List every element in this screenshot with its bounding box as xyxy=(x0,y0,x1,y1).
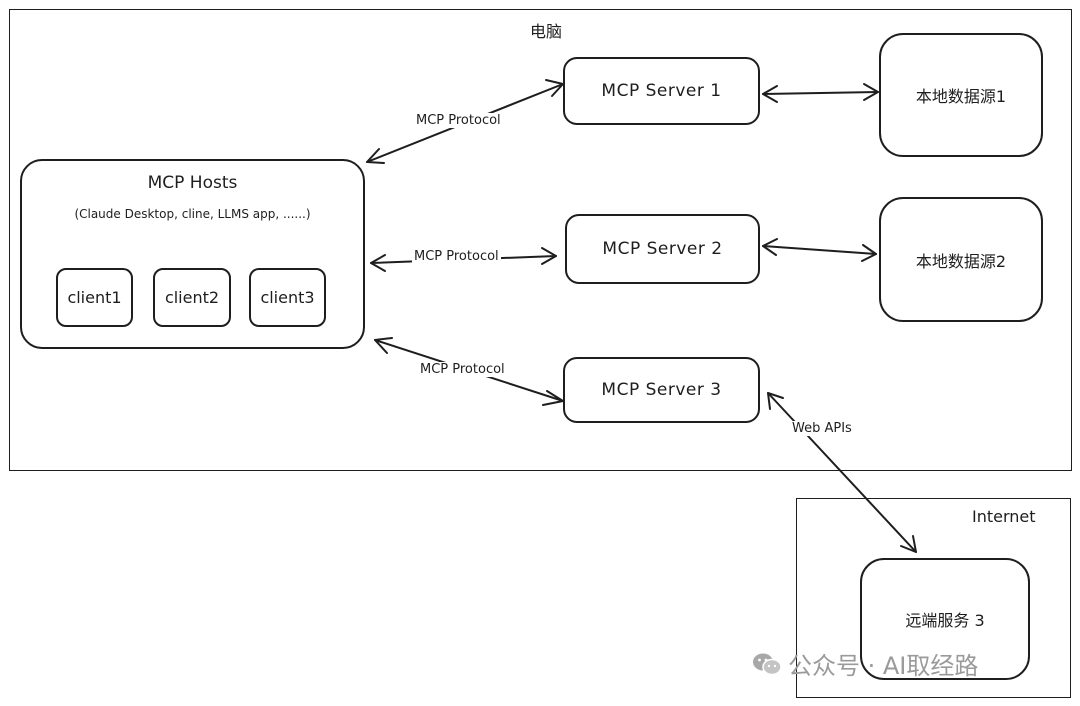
data-source-2-label: 本地数据源2 xyxy=(915,251,1007,271)
client-label-3: client3 xyxy=(260,288,315,307)
mcp-server-2-label: MCP Server 2 xyxy=(602,239,723,259)
arrowhead-server3-remote-a xyxy=(767,392,784,410)
edge-label-protocol-1: MCP Protocol xyxy=(414,113,503,128)
edge-label-protocol-3: MCP Protocol xyxy=(418,362,507,377)
arrowhead-server2-source2-b xyxy=(861,244,877,262)
data-source-2-box: 本地数据源2 xyxy=(879,197,1043,322)
edge-label-protocol-2: MCP Protocol xyxy=(412,249,501,264)
arrowhead-host-server2-a xyxy=(370,254,386,272)
remote-service-label: 远端服务 3 xyxy=(905,611,985,630)
watermark: 公众号 · AI取经路 xyxy=(752,646,978,681)
client-box-2: client2 xyxy=(153,268,231,327)
edge-label-web-apis: Web APIs xyxy=(790,421,854,436)
computer-frame-title: 电脑 xyxy=(530,22,563,41)
mcp-server-3-label: MCP Server 3 xyxy=(601,380,722,400)
mcp-server-1-label: MCP Server 1 xyxy=(601,81,722,101)
computer-frame xyxy=(9,9,1072,471)
edge-server3-remote xyxy=(767,392,917,553)
internet-frame-title: Internet xyxy=(972,507,1036,526)
mcp-hosts-subtitle: (Claude Desktop, cline, LLMS app, ......… xyxy=(74,207,311,221)
arrowhead-server1-source1-b xyxy=(863,83,879,101)
watermark-text: 公众号 · AI取经路 xyxy=(788,652,979,680)
arrowhead-server1-source1-a xyxy=(762,85,778,103)
data-source-1-box: 本地数据源1 xyxy=(879,33,1043,157)
wechat-icon xyxy=(753,653,782,675)
arrowhead-server3-remote-b xyxy=(900,535,917,553)
client-box-3: client3 xyxy=(249,268,326,327)
mcp-server-1-box: MCP Server 1 xyxy=(563,57,760,125)
arrowhead-host-server2-b xyxy=(541,247,557,265)
arrowhead-server2-source2-a xyxy=(762,238,778,256)
mcp-server-3-box: MCP Server 3 xyxy=(563,357,760,423)
remote-service-box: 远端服务 3 xyxy=(860,558,1030,680)
edge-server2-source2 xyxy=(762,245,877,255)
client-box-1: client1 xyxy=(56,268,133,327)
arrowhead-host-server1-a xyxy=(366,148,385,164)
data-source-1-label: 本地数据源1 xyxy=(915,87,1007,106)
arrowhead-host-server3-a xyxy=(374,337,393,354)
client-label-2: client2 xyxy=(164,288,220,307)
client-label-1: client1 xyxy=(67,288,122,307)
mcp-server-2-box: MCP Server 2 xyxy=(565,214,760,284)
mcp-hosts-title: MCP Hosts xyxy=(147,173,238,193)
edge-server1-source1 xyxy=(762,91,879,95)
internet-frame xyxy=(796,498,1071,698)
